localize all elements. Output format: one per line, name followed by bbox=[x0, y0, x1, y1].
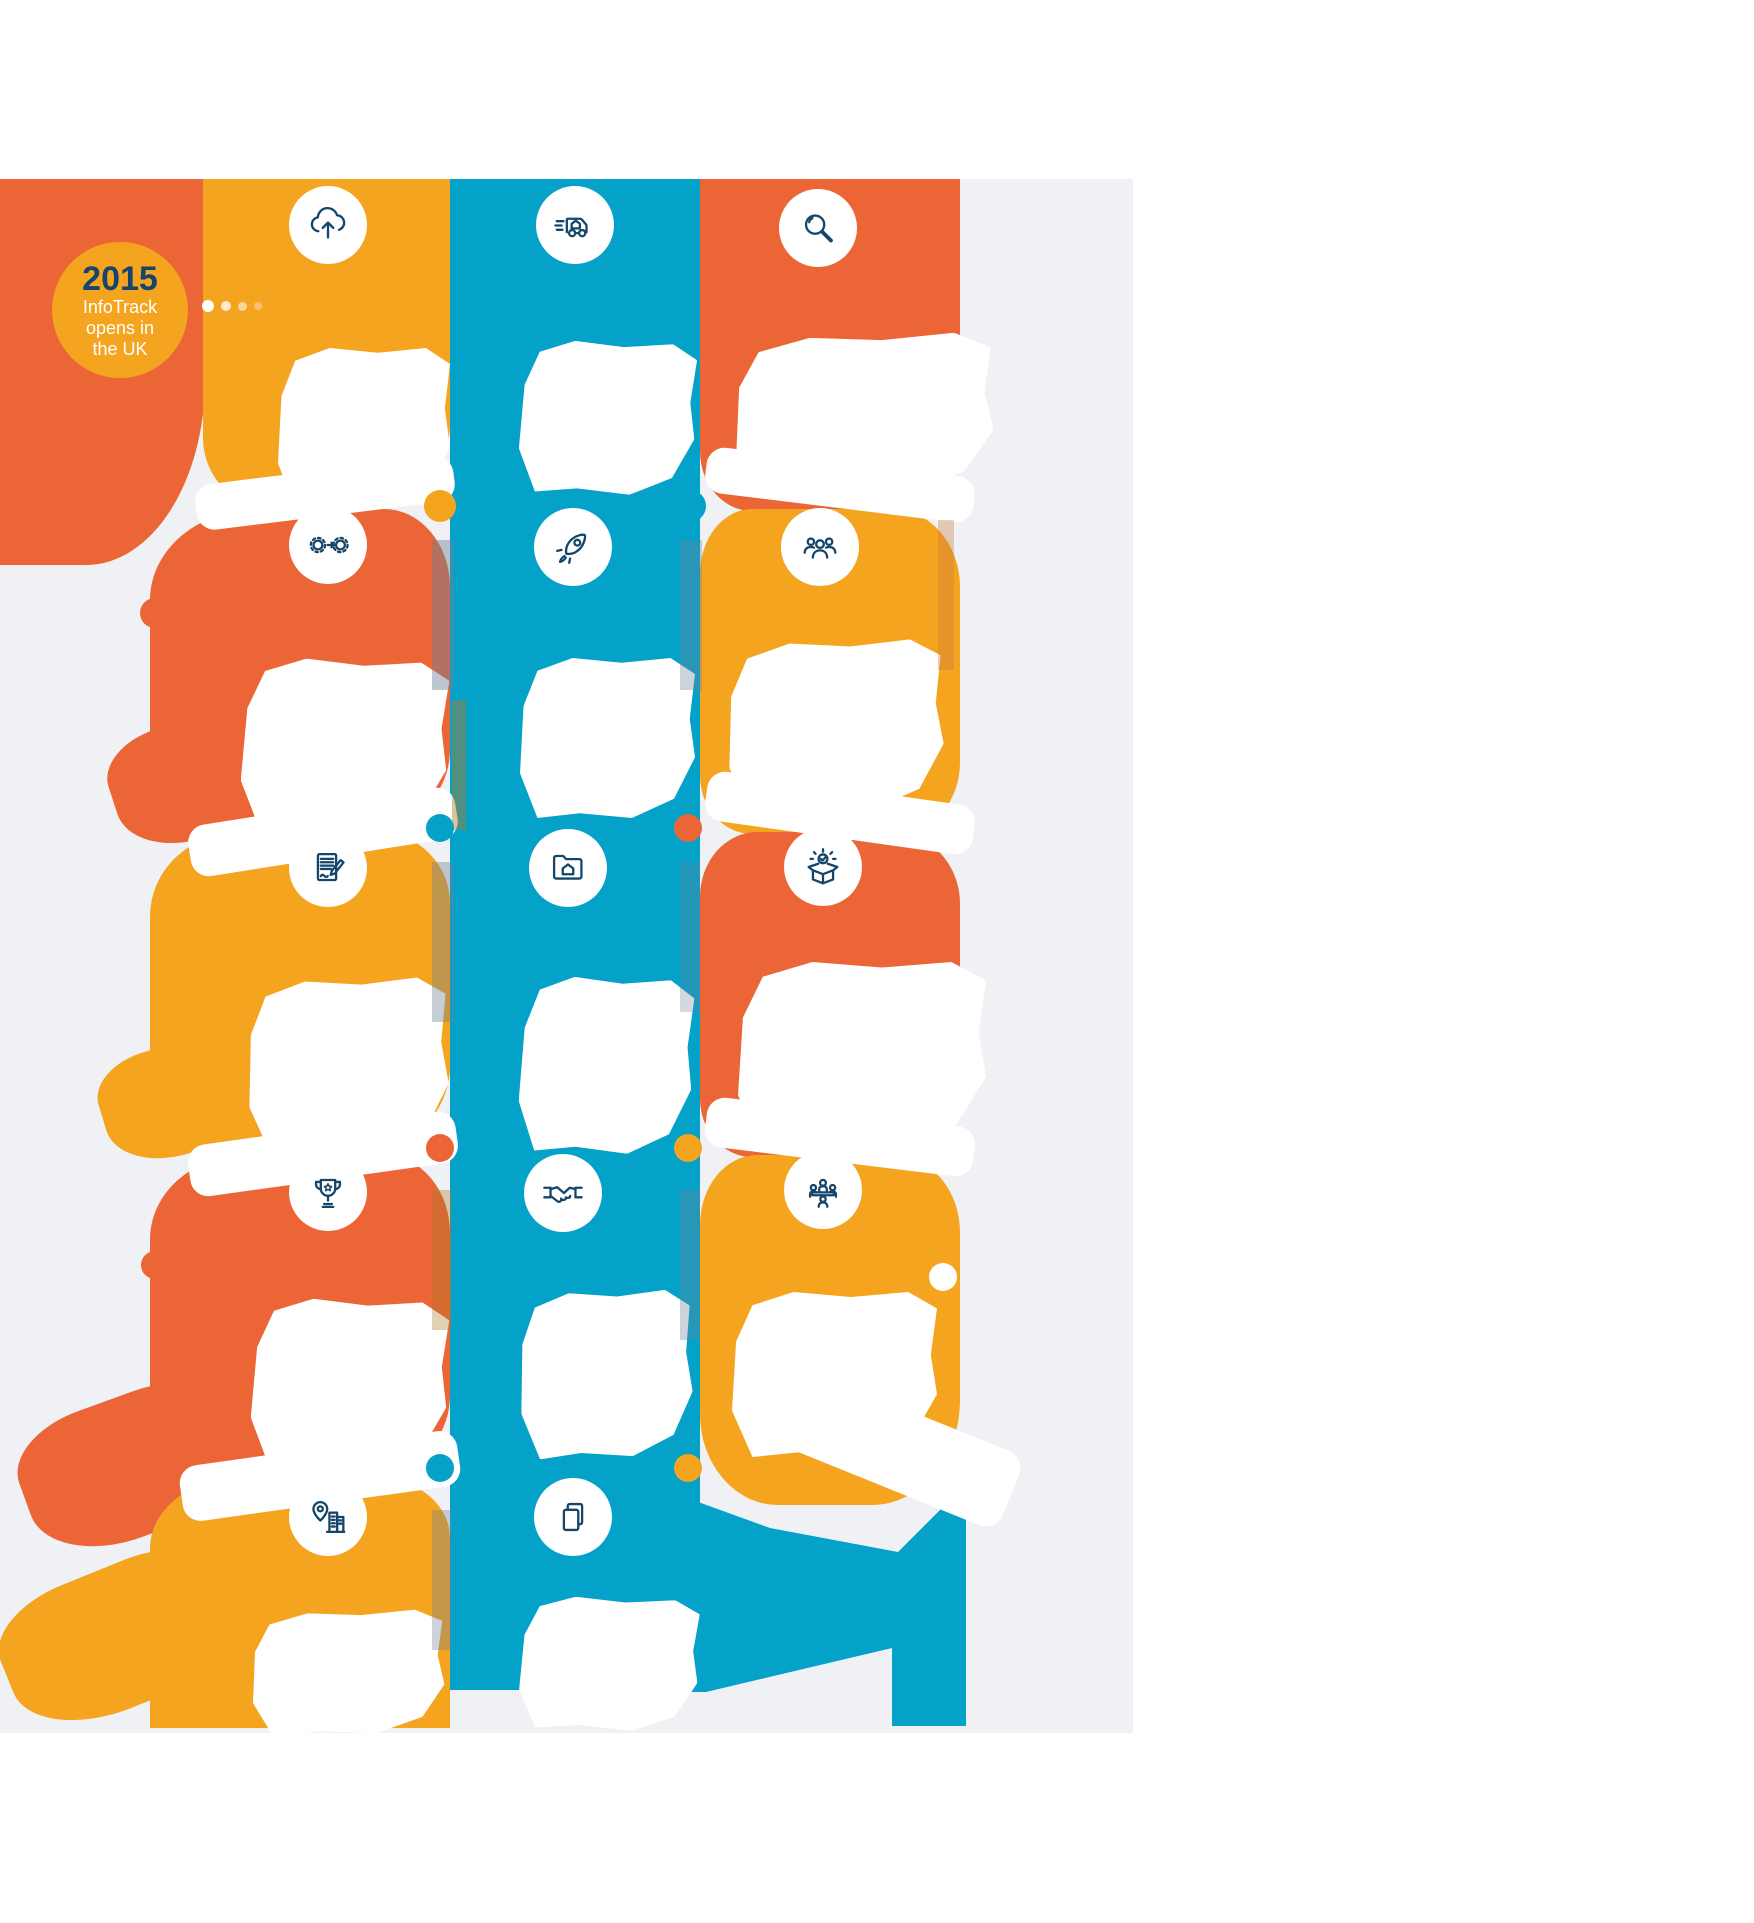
knob-1 bbox=[424, 490, 456, 522]
milestone-icon-circle bbox=[289, 1153, 367, 1231]
text-placeholder-r1c2 bbox=[517, 339, 697, 497]
knob-9 bbox=[141, 1251, 169, 1279]
overlap-band-7 bbox=[680, 1190, 700, 1340]
text-placeholder-r5c2 bbox=[518, 1595, 700, 1733]
knob-12 bbox=[929, 1263, 957, 1291]
text-placeholder-r5c1 bbox=[250, 1609, 446, 1738]
text-placeholder-r4c2 bbox=[517, 1289, 695, 1460]
overlap-band-9 bbox=[432, 1510, 452, 1650]
text-placeholder-r1c1 bbox=[278, 348, 450, 508]
connector-dot bbox=[202, 300, 214, 312]
connector-dot bbox=[238, 302, 247, 311]
overlap-band-3 bbox=[432, 862, 454, 1022]
milestone-icon-circle bbox=[524, 1154, 602, 1232]
product-box-check-icon bbox=[807, 848, 839, 885]
rocket-icon bbox=[556, 533, 587, 564]
text-placeholder-r3c1 bbox=[245, 977, 451, 1156]
text-placeholder-r2c2 bbox=[520, 658, 695, 818]
handshake-icon bbox=[543, 1186, 583, 1203]
milestone-icon-circle bbox=[289, 506, 367, 584]
badge-line1: InfoTrack bbox=[82, 296, 158, 317]
milestone-icon-circle bbox=[289, 1478, 367, 1556]
connector-dot bbox=[254, 302, 262, 310]
milestone-icon-circle bbox=[784, 1151, 862, 1229]
milestone-icon-circle bbox=[534, 508, 612, 586]
knob-3 bbox=[140, 598, 170, 628]
knob-11 bbox=[674, 1454, 702, 1482]
moving-truck-icon bbox=[554, 217, 588, 238]
milestone-icon-circle bbox=[536, 186, 614, 264]
search-icon bbox=[804, 214, 833, 243]
knob-7 bbox=[426, 1134, 454, 1162]
knob-8 bbox=[674, 1134, 702, 1162]
overlap-band-4 bbox=[452, 700, 466, 830]
milestone-icon-circle bbox=[289, 829, 367, 907]
knob-2 bbox=[674, 490, 706, 522]
milestone-icon-circle bbox=[779, 189, 857, 267]
connector-dot bbox=[221, 301, 231, 311]
milestone-icon-circle bbox=[784, 828, 862, 906]
contract-signing-icon bbox=[316, 852, 345, 882]
knob-6 bbox=[674, 814, 702, 842]
overlap-band-6 bbox=[680, 862, 700, 1012]
location-buildings-icon bbox=[312, 1500, 346, 1534]
milestone-icon-circle bbox=[289, 186, 367, 264]
trophy-icon bbox=[314, 1178, 342, 1209]
year-badge-2015: 2015 InfoTrack opens in the UK bbox=[52, 242, 188, 378]
knob-10 bbox=[426, 1454, 454, 1482]
text-placeholder-r2c3 bbox=[725, 638, 946, 815]
milestone-icon-circle bbox=[781, 508, 859, 586]
cloud-upload-icon bbox=[310, 206, 346, 239]
copy-documents-icon bbox=[562, 1502, 584, 1532]
knob-4 bbox=[912, 256, 938, 282]
team-meeting-icon bbox=[808, 1178, 838, 1208]
badge-year: 2015 bbox=[82, 259, 158, 298]
overlap-band-5 bbox=[938, 520, 954, 670]
gears-process-icon bbox=[309, 536, 349, 554]
knob-5 bbox=[426, 814, 454, 842]
badge-line3: the UK bbox=[92, 338, 148, 359]
property-folder-icon bbox=[552, 854, 583, 880]
overlap-band-2 bbox=[680, 540, 702, 690]
milestone-icon-circle bbox=[529, 829, 607, 907]
text-placeholder-r4c1 bbox=[249, 1297, 450, 1472]
people-group-icon bbox=[803, 537, 837, 559]
overlap-band-8 bbox=[432, 1190, 452, 1330]
overlap-band-1 bbox=[432, 540, 454, 690]
text-placeholder-r1c3 bbox=[732, 332, 995, 499]
text-placeholder-r3c2 bbox=[517, 975, 695, 1156]
badge-line2: opens in bbox=[85, 317, 155, 338]
text-placeholder-r2c1 bbox=[239, 656, 450, 835]
milestone-icon-circle bbox=[534, 1478, 612, 1556]
text-placeholder-r4c3 bbox=[732, 1292, 937, 1457]
text-placeholder-r3c3 bbox=[738, 962, 986, 1147]
